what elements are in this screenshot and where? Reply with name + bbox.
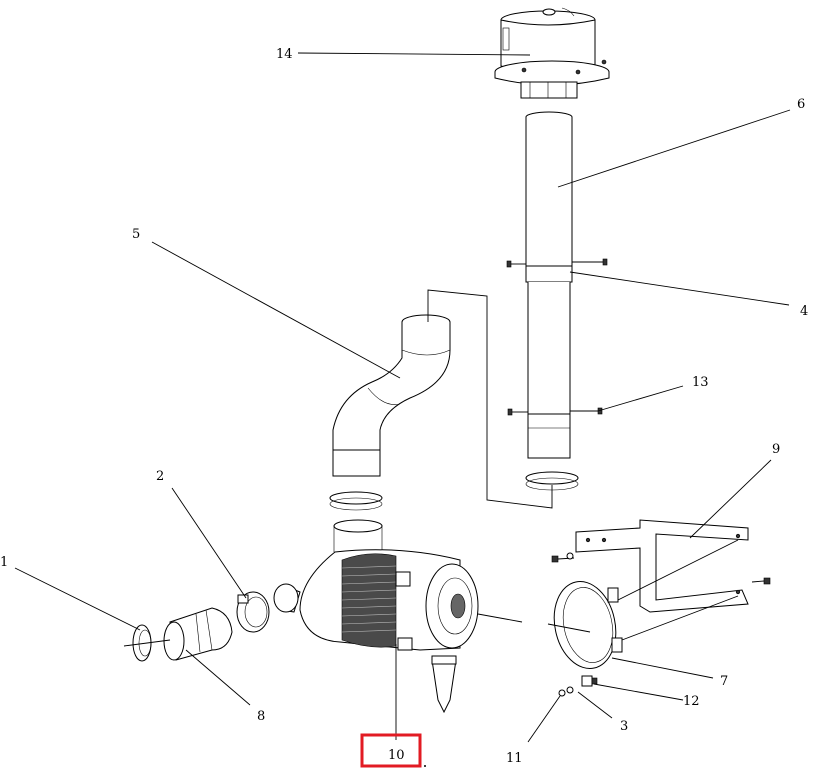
callout-1: 1 <box>0 555 8 570</box>
filter-ribs <box>341 565 397 633</box>
callout-12: 12 <box>683 694 700 709</box>
callout-8: 8 <box>257 709 265 724</box>
hose-routing-line <box>427 289 553 509</box>
intake-pipe[interactable] <box>525 111 579 491</box>
s-bend-elbow[interactable] <box>332 314 451 477</box>
leader-lines <box>14 52 791 743</box>
callout-5: 5 <box>132 227 140 242</box>
callout-11: 11 <box>506 751 523 766</box>
air-filter-housing[interactable] <box>273 549 523 714</box>
callout-4: 4 <box>800 304 808 319</box>
inlet-ring[interactable] <box>123 624 171 662</box>
callout-7: 7 <box>720 674 728 689</box>
mounting-band[interactable] <box>547 576 624 675</box>
callout-2: 2 <box>156 469 164 484</box>
elbow-clamp-rings <box>329 491 383 552</box>
callout-14: 14 <box>276 47 293 62</box>
bracket-bolts <box>551 552 771 697</box>
callout-10: 10 <box>388 748 405 763</box>
rubber-hose[interactable] <box>163 607 233 661</box>
highlight-dot <box>424 765 426 767</box>
pipe-clamp-bolts <box>506 258 608 416</box>
callout-3: 3 <box>620 719 628 734</box>
callout-6: 6 <box>797 97 805 112</box>
mounting-bracket[interactable] <box>575 519 749 641</box>
callout-9: 9 <box>772 442 780 457</box>
highlight-box <box>360 733 422 768</box>
callout-13: 13 <box>692 375 709 390</box>
precleaner-cap[interactable] <box>494 7 610 99</box>
callout-labels: 14 6 5 4 13 9 2 1 7 12 8 3 11 10 <box>0 47 808 766</box>
hose-clamp[interactable] <box>236 591 270 633</box>
